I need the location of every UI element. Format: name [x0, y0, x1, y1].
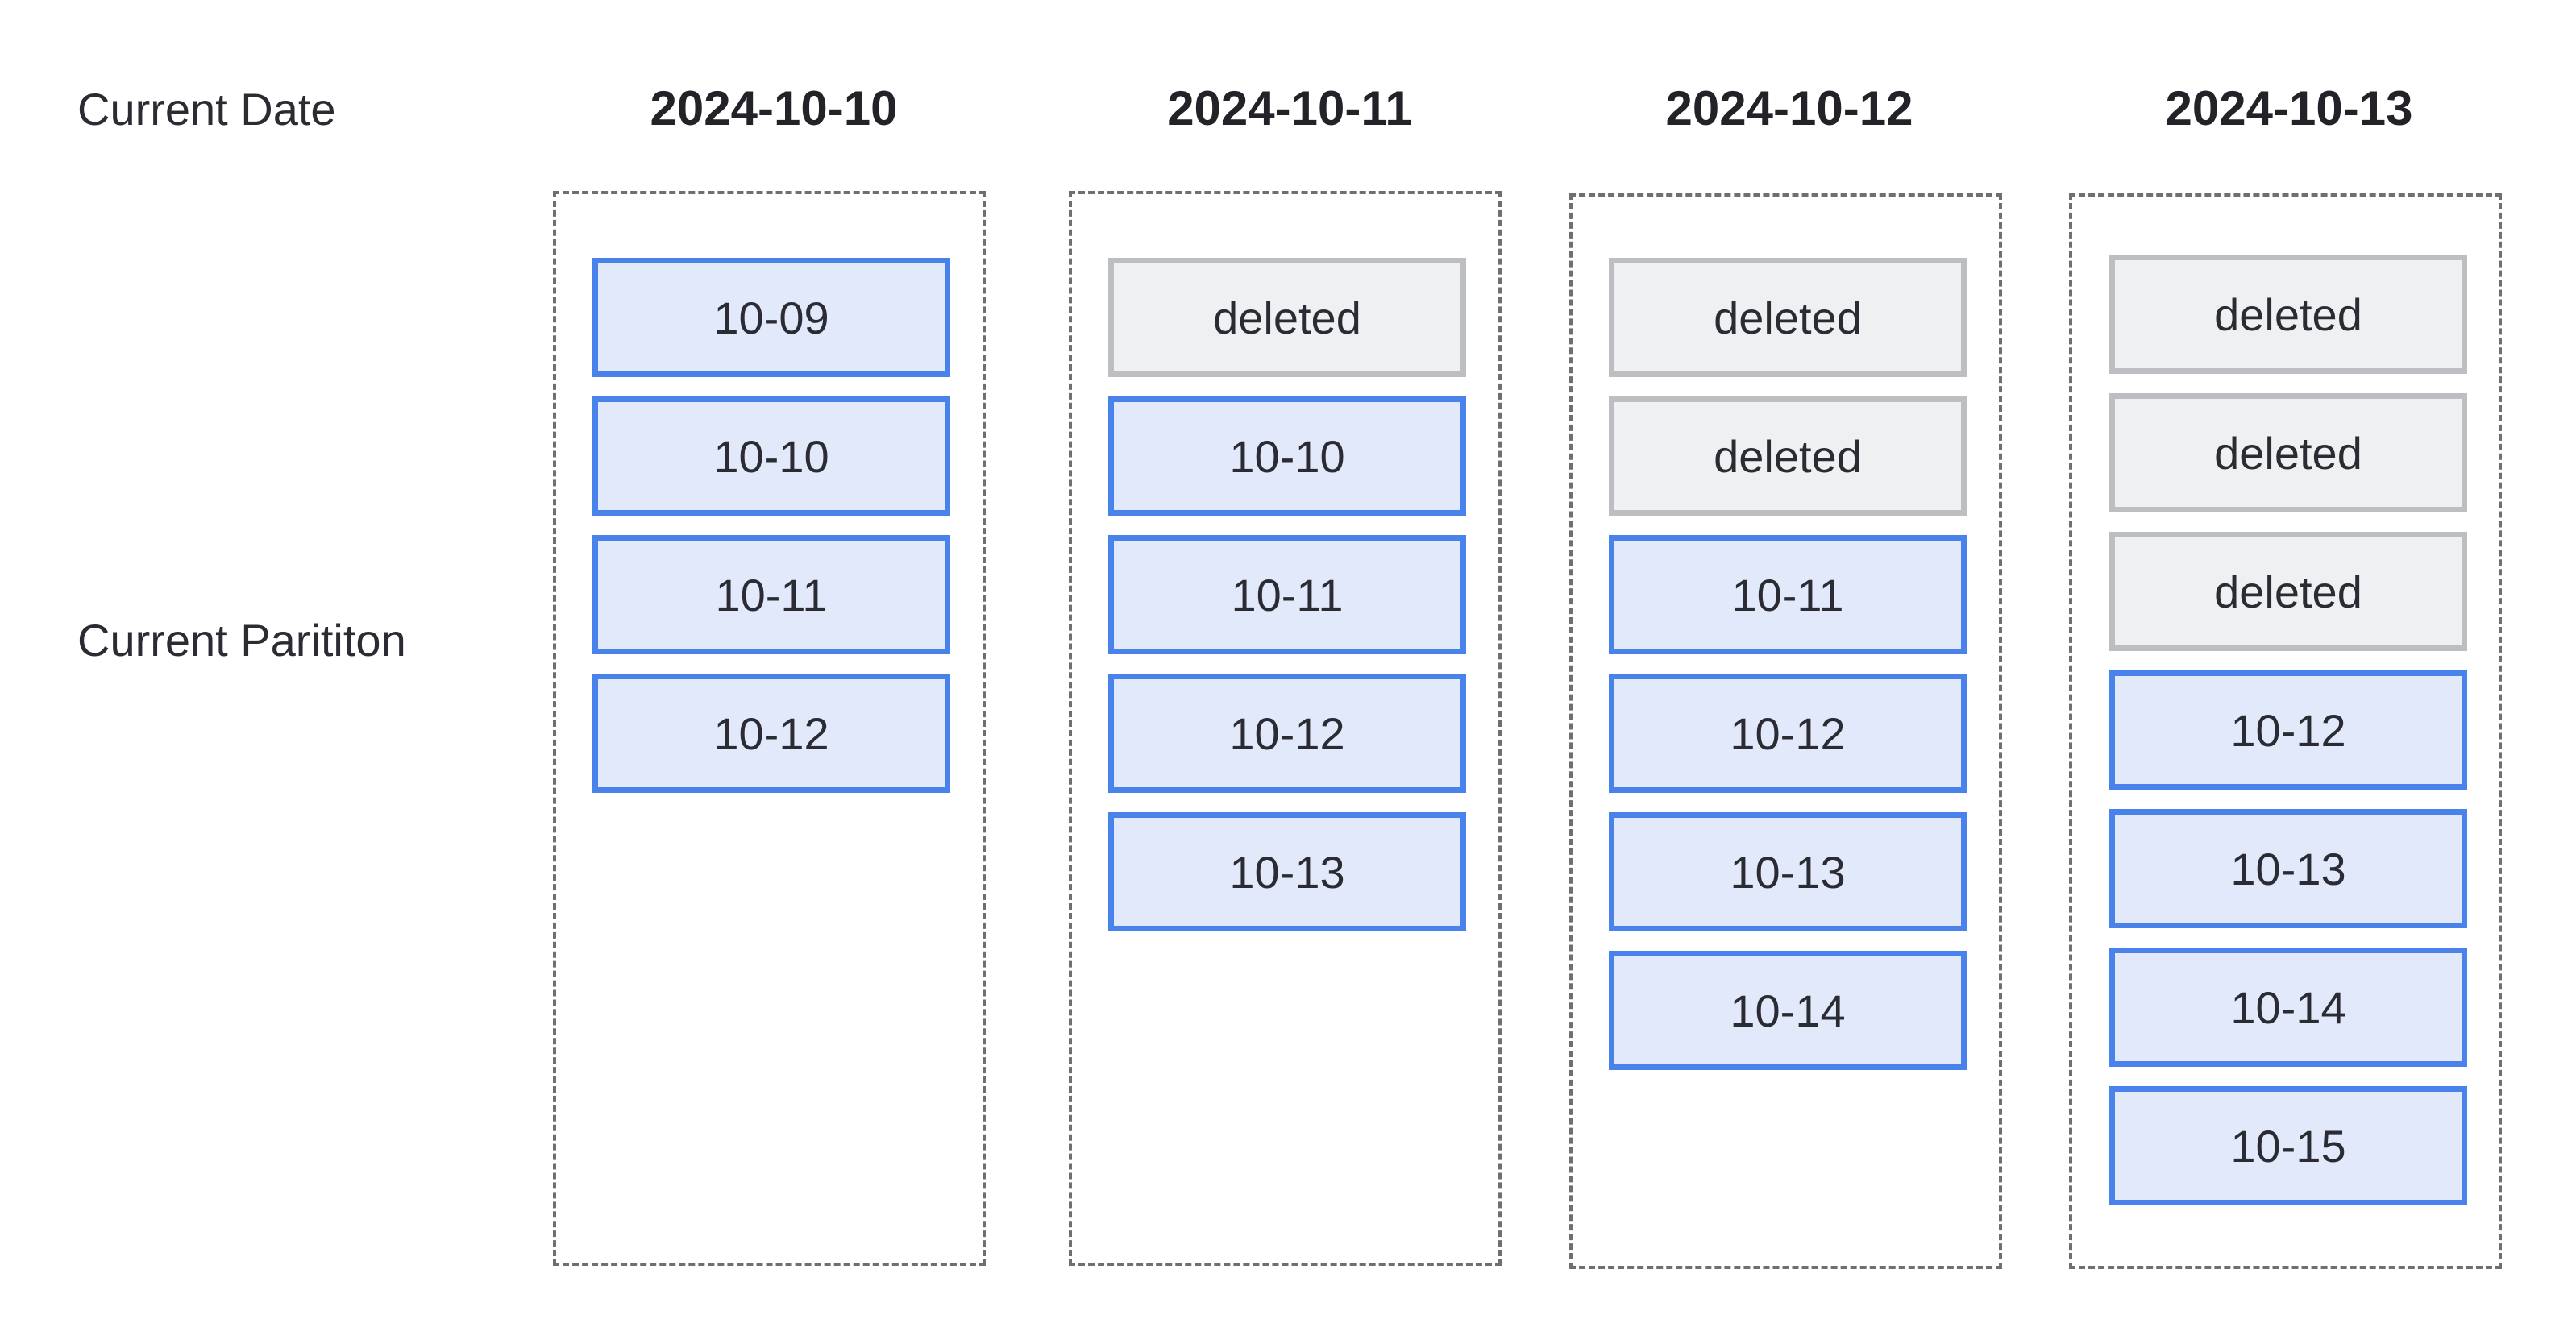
active-partition-cell: 10-14 — [1609, 951, 1967, 1070]
deleted-partition-cell: deleted — [1108, 258, 1466, 377]
active-partition-cell: 10-14 — [2109, 948, 2467, 1067]
column-date-header: 2024-10-10 — [650, 81, 898, 135]
deleted-partition-cell: deleted — [2109, 532, 2467, 651]
active-partition-cell: 10-12 — [1108, 674, 1466, 793]
current-partition-label: Current Parititon — [77, 615, 406, 666]
column-frame — [553, 191, 986, 1266]
deleted-partition-cell: deleted — [2109, 393, 2467, 512]
column-date-header: 2024-10-12 — [1665, 81, 1913, 135]
active-partition-cell: 10-11 — [1609, 535, 1967, 654]
active-partition-cell: 10-12 — [1609, 674, 1967, 793]
deleted-partition-cell: deleted — [1609, 396, 1967, 516]
column-frame — [1069, 191, 1502, 1266]
column-frame — [1569, 193, 2002, 1269]
column-frame — [2069, 193, 2502, 1269]
active-partition-cell: 10-13 — [2109, 809, 2467, 928]
column-date-header: 2024-10-13 — [2165, 81, 2413, 135]
active-partition-cell: 10-15 — [2109, 1086, 2467, 1205]
deleted-partition-cell: deleted — [2109, 255, 2467, 374]
active-partition-cell: 10-09 — [592, 258, 950, 377]
active-partition-cell: 10-11 — [592, 535, 950, 654]
current-date-label: Current Date — [77, 84, 336, 135]
active-partition-cell: 10-11 — [1108, 535, 1466, 654]
active-partition-cell: 10-13 — [1108, 812, 1466, 931]
active-partition-cell: 10-10 — [1108, 396, 1466, 516]
active-partition-cell: 10-12 — [592, 674, 950, 793]
active-partition-cell: 10-10 — [592, 396, 950, 516]
column-date-header: 2024-10-11 — [1167, 81, 1412, 135]
active-partition-cell: 10-12 — [2109, 670, 2467, 790]
active-partition-cell: 10-13 — [1609, 812, 1967, 931]
deleted-partition-cell: deleted — [1609, 258, 1967, 377]
